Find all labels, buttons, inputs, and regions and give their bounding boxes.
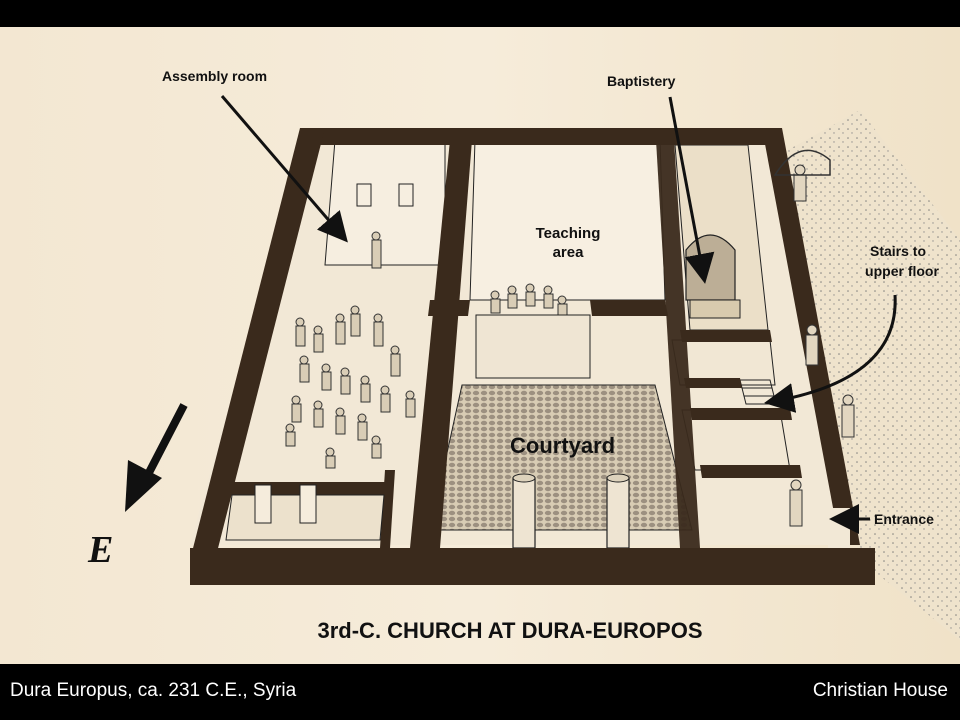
- column: [512, 477, 536, 549]
- top-black-bar: [0, 0, 960, 27]
- caption-bar: Dura Europus, ca. 231 C.E., Syria Christ…: [0, 664, 960, 720]
- assembly-room-wall: [324, 139, 446, 266]
- window: [356, 183, 372, 207]
- baptistery-arch: [685, 234, 736, 301]
- assembly-figures: [285, 231, 416, 469]
- pillar: [254, 484, 272, 524]
- caption-left: Dura Europus, ca. 231 C.E., Syria: [10, 680, 297, 701]
- street-area: [770, 110, 960, 640]
- stairs-arrow: [764, 294, 897, 413]
- teaching-platform: [475, 314, 591, 379]
- pillar: [299, 484, 317, 524]
- label-assembly-room: Assembly room: [162, 68, 267, 84]
- assembly-room-arrow: [220, 95, 348, 243]
- plan-title: 3rd-C. CHURCH AT DURA-EUROPOS: [318, 618, 703, 643]
- entrance-door: [828, 508, 850, 548]
- caption-right: Christian House: [812, 680, 948, 701]
- label-courtyard: Courtyard: [510, 433, 615, 458]
- street-figures: [789, 164, 855, 527]
- label-stairs-1: Stairs to: [870, 243, 926, 259]
- column-top: [512, 473, 536, 483]
- church-plan-diagram: Assembly room Baptistery Teaching area S…: [87, 68, 960, 643]
- compass-arrow-head: [125, 460, 162, 512]
- compass-label: E: [87, 529, 113, 571]
- label-teaching-area-2: area: [553, 244, 585, 261]
- street-arch: [773, 149, 831, 176]
- teaching-area-wall: [469, 139, 666, 301]
- label-entrance: Entrance: [874, 511, 934, 527]
- label-baptistery: Baptistery: [607, 73, 676, 89]
- column: [606, 477, 630, 549]
- slide-image: Assembly room Baptistery Teaching area S…: [0, 27, 960, 664]
- font-basin: [689, 299, 741, 319]
- label-stairs-2: upper floor: [865, 263, 939, 279]
- label-teaching-area-1: Teaching: [536, 225, 601, 242]
- baptistery-arrow: [668, 96, 715, 284]
- column-top: [606, 473, 630, 483]
- window: [398, 183, 414, 207]
